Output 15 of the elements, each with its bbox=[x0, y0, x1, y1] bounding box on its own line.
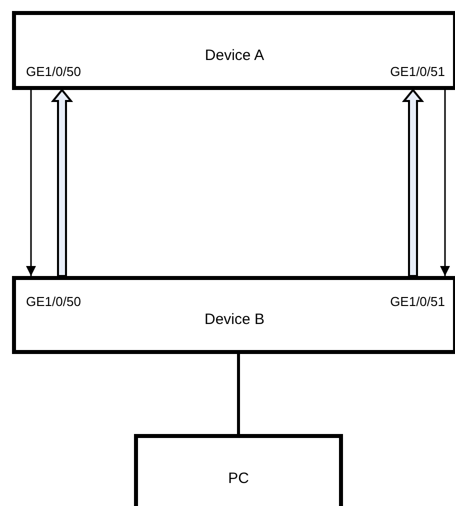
hollow-arrow bbox=[402, 88, 424, 277]
connection-line bbox=[237, 354, 240, 434]
port-label: GE1/0/50 bbox=[26, 65, 81, 78]
port-label: GE1/0/51 bbox=[390, 65, 445, 78]
device-box bbox=[12, 276, 455, 354]
arrow bbox=[26, 90, 36, 276]
device-name: Device B bbox=[203, 312, 266, 327]
port-label: GE1/0/51 bbox=[390, 295, 445, 308]
computer-box bbox=[134, 434, 343, 506]
device-box bbox=[12, 11, 455, 90]
device-name: Device A bbox=[204, 48, 266, 63]
device-name: PC bbox=[227, 471, 250, 486]
arrow bbox=[440, 90, 450, 276]
port-label: GE1/0/50 bbox=[26, 295, 81, 308]
hollow-arrow bbox=[50, 88, 74, 277]
